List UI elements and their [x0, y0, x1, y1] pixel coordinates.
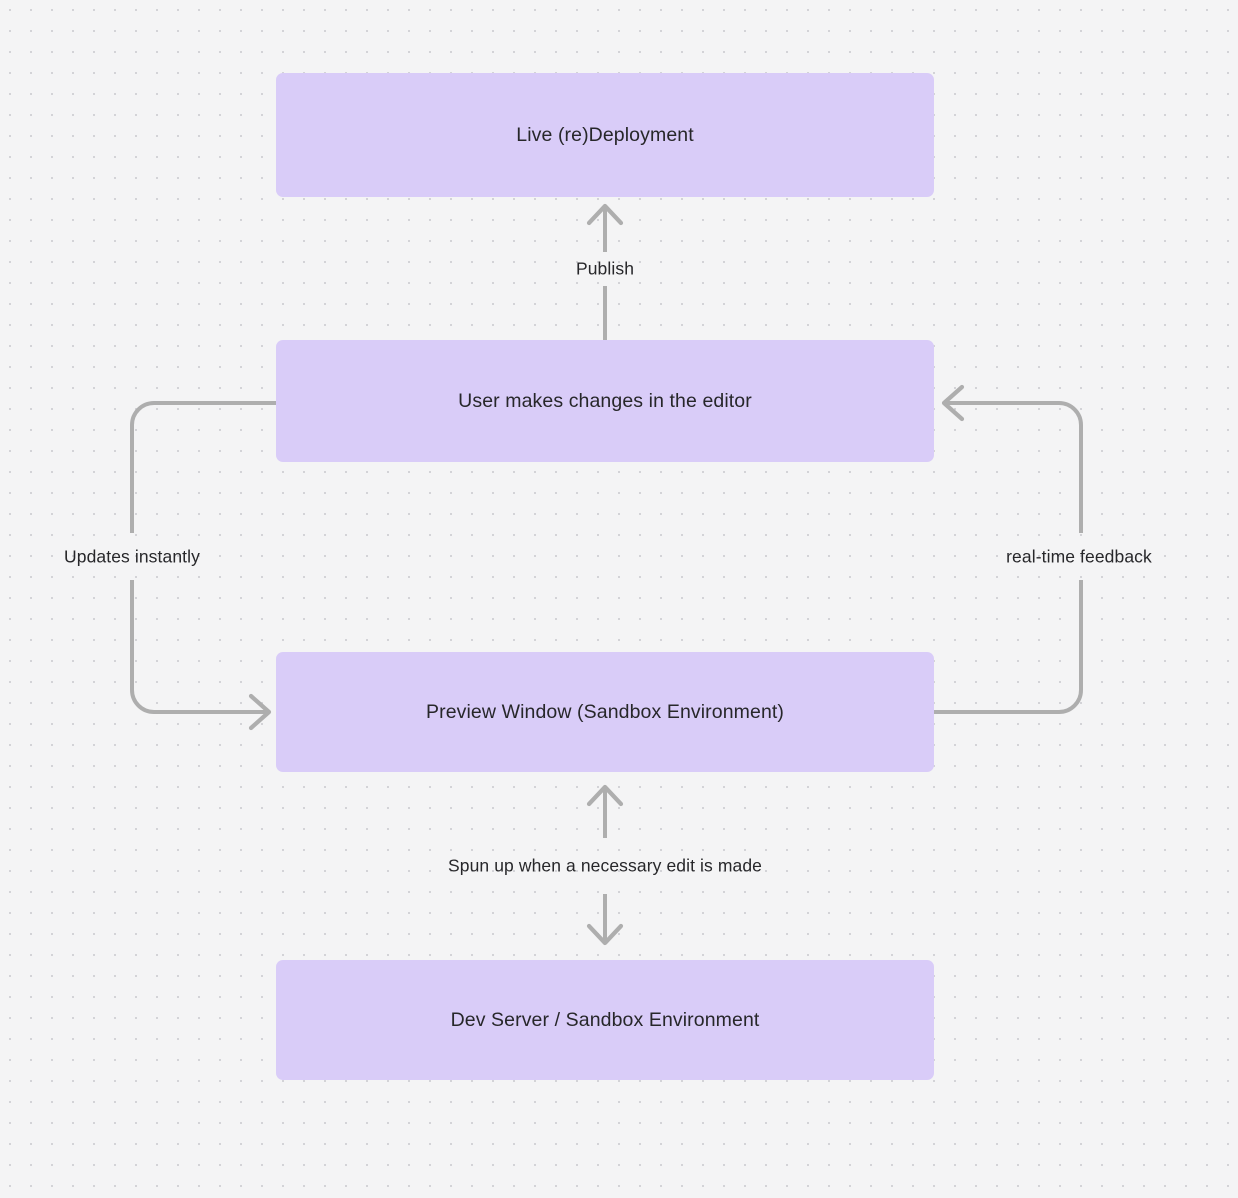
- edge-real-time-feedback-arrowhead-icon: [941, 384, 965, 422]
- edge-label-publish: Publish: [575, 258, 635, 279]
- node-user-edits[interactable]: User makes changes in the editor: [276, 340, 934, 462]
- edge-label-real-time-feedback: real-time feedback: [1006, 546, 1152, 567]
- node-preview-window-label: Preview Window (Sandbox Environment): [426, 700, 784, 723]
- edge-updates-instantly-lower-segment: [130, 580, 268, 714]
- node-dev-server[interactable]: Dev Server / Sandbox Environment: [276, 960, 934, 1080]
- edge-publish-arrowhead-icon: [586, 203, 624, 226]
- node-user-edits-label: User makes changes in the editor: [458, 389, 752, 412]
- edge-updates-instantly-arrowhead-icon: [248, 693, 272, 731]
- edge-spun-up-down-arrowhead-icon: [586, 923, 624, 946]
- edge-spun-up-up-arrowhead-icon: [586, 784, 624, 807]
- node-dev-server-label: Dev Server / Sandbox Environment: [450, 1008, 760, 1031]
- node-live-deployment[interactable]: Live (re)Deployment: [276, 73, 934, 197]
- node-live-deployment-label: Live (re)Deployment: [516, 123, 694, 146]
- edge-label-spun-up: Spun up when a necessary edit is made: [447, 855, 763, 876]
- edge-label-updates-instantly: Updates instantly: [64, 546, 200, 567]
- edge-real-time-feedback-lower-segment: [933, 580, 1083, 714]
- edge-real-time-feedback-upper-segment: [945, 401, 1083, 533]
- node-preview-window[interactable]: Preview Window (Sandbox Environment): [276, 652, 934, 772]
- edge-updates-instantly-upper-segment: [130, 401, 276, 533]
